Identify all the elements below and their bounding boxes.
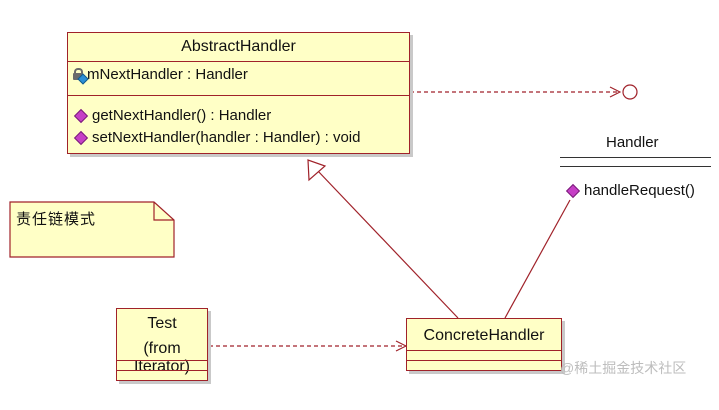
interface-divider: [560, 157, 711, 158]
interface-operation-text: handleRequest(): [584, 182, 695, 199]
abstract-handler-class[interactable]: AbstractHandler mNextHandler : Handler g…: [67, 32, 410, 154]
abstract-handler-name: AbstractHandler: [181, 38, 296, 55]
method-icon: [73, 108, 89, 123]
interface-divider: [560, 166, 711, 167]
note-shape[interactable]: [9, 201, 175, 258]
generalization-triangle-icon: [307, 159, 327, 182]
test-class-name: Test: [147, 315, 177, 332]
class-divider: [117, 370, 207, 371]
generalization-connector: [316, 169, 459, 319]
class-divider: [407, 350, 561, 351]
operation-row[interactable]: getNextHandler() : Handler: [72, 107, 271, 124]
attribute-row[interactable]: mNextHandler : Handler: [72, 66, 248, 85]
test-class[interactable]: Test (from Iterator): [116, 308, 208, 381]
concrete-handler-class[interactable]: ConcreteHandler: [406, 318, 562, 371]
interface-operation-row[interactable]: handleRequest(): [565, 182, 695, 199]
association-connector: [504, 199, 571, 319]
class-divider: [117, 360, 207, 361]
interface-lollipop-icon: [622, 84, 638, 100]
class-divider: [407, 360, 561, 361]
operation-text: getNextHandler() : Handler: [92, 107, 272, 124]
attribute-text: mNextHandler : Handler: [87, 66, 248, 83]
operation-row[interactable]: setNextHandler(handler : Handler) : void: [72, 129, 360, 146]
class-divider: [68, 95, 409, 96]
method-icon: [73, 130, 89, 145]
note-text: 责任链模式: [16, 211, 97, 228]
method-icon: [565, 183, 581, 198]
class-divider: [68, 61, 409, 62]
watermark: @稀土掘金技术社区: [560, 360, 687, 376]
concrete-handler-name: ConcreteHandler: [423, 327, 545, 344]
note-fold-corner: [153, 202, 174, 221]
lock-icon: [72, 67, 89, 85]
handler-interface-name[interactable]: Handler: [606, 134, 659, 151]
operation-text: setNextHandler(handler : Handler) : void: [92, 129, 361, 146]
